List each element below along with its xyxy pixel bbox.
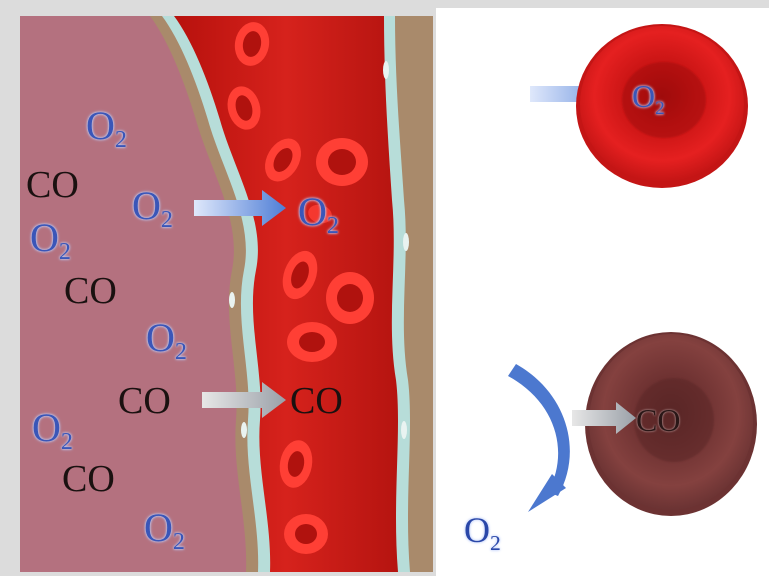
o2-letter: O [464, 510, 490, 550]
co-label: CO [26, 166, 79, 204]
vessel-rbc [326, 272, 374, 324]
o2-subscript: 2 [61, 429, 73, 455]
co-text: CO [62, 458, 115, 500]
o2-subscript: 2 [173, 529, 185, 555]
lining-cell [401, 421, 407, 439]
o2-subscript: 2 [655, 98, 665, 119]
co-label: CO [290, 382, 343, 420]
o2-letter: O [32, 405, 61, 450]
o2-label: O2 [144, 508, 185, 548]
o2-letter: O [132, 183, 161, 228]
co-text: CO [64, 270, 117, 312]
released-o2-label: O2 [464, 512, 501, 548]
o2-label: O2 [30, 218, 71, 258]
o2-subscript: 2 [490, 531, 501, 555]
cell-co-label: CO [636, 404, 680, 436]
cell-o2-label: O2 [632, 80, 665, 112]
o2-letter: O [298, 189, 327, 234]
o2-letter: O [632, 78, 655, 114]
co-text: CO [290, 380, 343, 422]
co-label: CO [62, 460, 115, 498]
o2-label: O2 [298, 192, 339, 232]
lining-cell [241, 422, 247, 438]
o2-letter: O [146, 315, 175, 360]
o2-subscript: 2 [175, 339, 187, 365]
co-text: CO [118, 380, 171, 422]
co-label: CO [64, 272, 117, 310]
o2-letter: O [86, 103, 115, 148]
co-text: CO [636, 402, 680, 438]
vessel-rbc [284, 514, 328, 554]
lining-cell [383, 61, 389, 79]
co-text: CO [26, 164, 79, 206]
o2-subscript: 2 [115, 127, 127, 153]
o2-letter: O [144, 505, 173, 550]
o2-label: O2 [146, 318, 187, 358]
o2-subscript: 2 [59, 239, 71, 265]
vessel-rbc [287, 322, 337, 362]
o2-letter: O [30, 215, 59, 260]
o2-label: O2 [132, 186, 173, 226]
vessel-rbc [316, 138, 368, 186]
o2-subscript: 2 [327, 213, 339, 239]
co-label: CO [118, 382, 171, 420]
lining-cell [229, 292, 235, 308]
o2-subscript: 2 [161, 207, 173, 233]
lining-cell [403, 233, 409, 251]
o2-label: O2 [32, 408, 73, 448]
o2-label: O2 [86, 106, 127, 146]
